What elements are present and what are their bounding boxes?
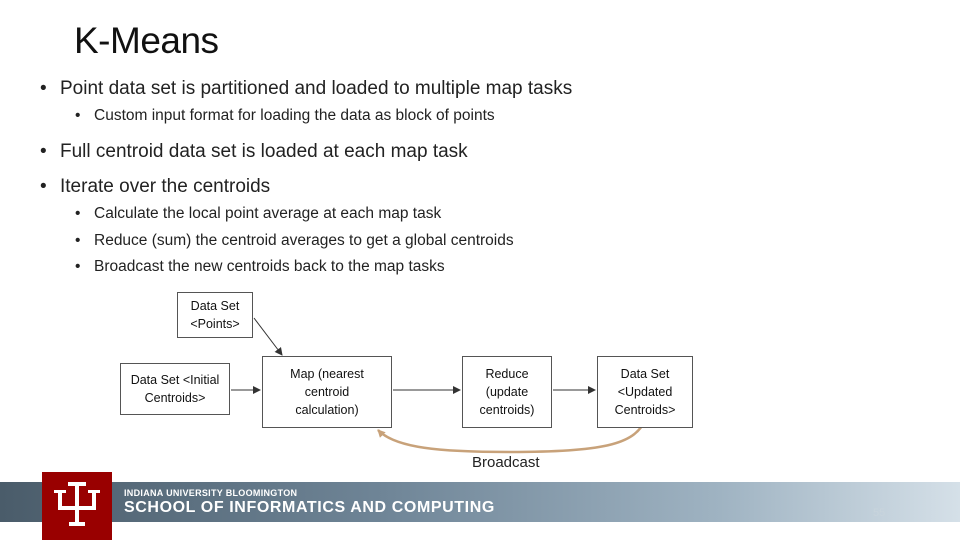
dataset-initial-label: Data Set <Initial Centroids> — [130, 373, 220, 405]
broadcast-arrow — [377, 419, 647, 454]
sub-bullet-reduce-sum: Reduce (sum) the centroid averages to ge… — [40, 228, 940, 255]
broadcast-label: Broadcast — [472, 454, 540, 471]
sub-bullet-broadcast: Broadcast the new centroids back to the … — [40, 254, 940, 281]
reduce-label: Reduce (update centroids) — [479, 367, 535, 417]
dataset-initial-centroids-box: Data Set <Initial Centroids> — [120, 363, 230, 415]
map-label: Map (nearest centroid calculation) — [290, 367, 364, 417]
dataset-updated-centroids-box: Data Set <Updated Centroids> — [597, 356, 693, 428]
slide-title: K-Means — [74, 20, 219, 61]
bullet-centroid-loaded: Full centroid data set is loaded at each… — [40, 137, 940, 166]
map-box: Map (nearest centroid calculation) — [262, 356, 392, 428]
dataset-points-label: Data Set <Points> — [190, 299, 240, 331]
reduce-box: Reduce (update centroids) — [462, 356, 552, 428]
bullet-list: Point data set is partitioned and loaded… — [40, 74, 940, 281]
bullet-iterate: Iterate over the centroids — [40, 172, 940, 201]
sub-bullet-local-average: Calculate the local point average at eac… — [40, 201, 940, 228]
school-name: SCHOOL OF INFORMATICS AND COMPUTING — [124, 499, 495, 516]
footer-band: INDIANA UNIVERSITY BLOOMINGTON SCHOOL OF… — [0, 482, 960, 522]
page-number: 55 — [873, 507, 886, 519]
dataset-points-box: Data Set <Points> — [177, 292, 253, 338]
iu-trident-logo-icon — [42, 472, 112, 540]
arrow-points-to-map — [253, 317, 283, 356]
dataset-updated-label: Data Set <Updated Centroids> — [614, 367, 676, 417]
university-name: INDIANA UNIVERSITY BLOOMINGTON — [124, 488, 298, 498]
bullet-partition: Point data set is partitioned and loaded… — [40, 74, 940, 103]
sub-bullet-input-format: Custom input format for loading the data… — [40, 103, 940, 129]
